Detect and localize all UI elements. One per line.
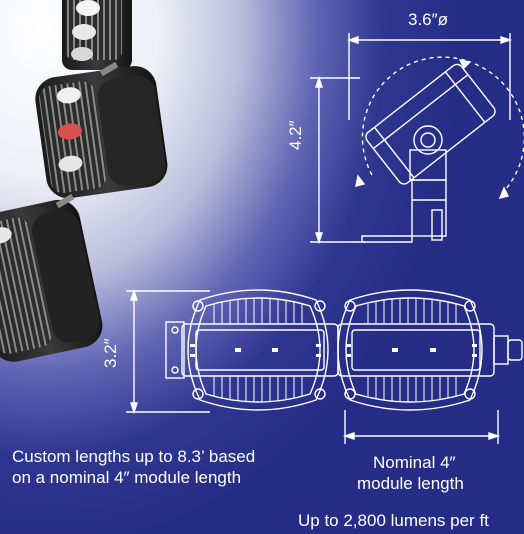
heat-sink-fins (213, 297, 457, 403)
nominal-caption-line1: Nominal 4″ (373, 453, 456, 472)
module-length-dimension-line (342, 410, 501, 444)
diameter-dimension-line (346, 33, 513, 120)
light-module-middle (35, 66, 168, 199)
width-label: 3.2″ (101, 338, 120, 368)
width-dimension-line (126, 288, 210, 415)
custom-length-caption-line1: Custom lengths up to 8.3’ based (12, 447, 256, 466)
height-label: 4.2″ (286, 120, 305, 150)
light-module-bottom (0, 199, 103, 362)
side-view-drawing (355, 56, 524, 243)
height-dimension-line (310, 75, 365, 245)
nominal-caption-line2: module length (357, 474, 464, 493)
top-view-module-left (165, 289, 339, 411)
led-markers (190, 344, 477, 357)
diameter-label: 3.6″ø (408, 10, 449, 29)
custom-length-caption-line2: on a nominal 4″ module length (12, 468, 242, 487)
lumens-caption: Up to 2,800 lumens per ft (298, 511, 489, 530)
light-module-top (62, 0, 132, 70)
